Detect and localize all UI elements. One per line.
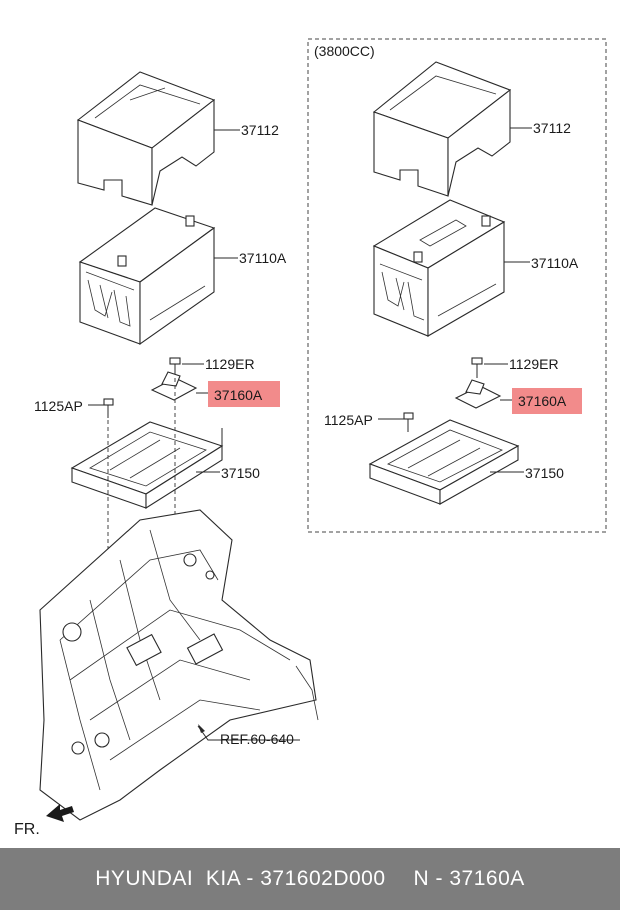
bolt-1125AP-right[interactable] bbox=[403, 412, 414, 432]
parts-diagram: (3800CC) 37112 37110A 1129ER 37160A bbox=[14, 38, 607, 838]
bolt-1125AP-left[interactable] bbox=[103, 398, 114, 418]
variant-label: (3800CC) bbox=[314, 43, 375, 59]
footer-bar: HYUNDAI KIA - 371602D000 N - 37160A bbox=[0, 848, 620, 910]
battery-terminal-left bbox=[117, 255, 127, 267]
variant-frame bbox=[307, 38, 607, 533]
front-direction-arrow bbox=[46, 804, 74, 822]
clamp-bracket-37160A-left[interactable] bbox=[150, 371, 198, 401]
label-1125AP-left: 1125AP bbox=[34, 398, 83, 414]
label-37110A-right: 37110A bbox=[531, 255, 579, 271]
label-37160A-right: 37160A bbox=[518, 393, 567, 409]
ref-label: REF.60-640 bbox=[220, 731, 294, 747]
bolt-1129ER-right[interactable] bbox=[471, 357, 483, 378]
highlight-37160A-right bbox=[512, 388, 582, 414]
battery-tray-left[interactable] bbox=[70, 421, 224, 509]
label-37112-right: 37112 bbox=[533, 120, 571, 136]
fr-label: FR. bbox=[14, 821, 40, 838]
label-1129ER-left: 1129ER bbox=[205, 356, 255, 372]
battery-left[interactable] bbox=[78, 207, 216, 346]
battery-cover-left[interactable] bbox=[76, 71, 216, 206]
label-37112-left: 37112 bbox=[241, 122, 279, 138]
highlight-37160A-left bbox=[208, 381, 280, 407]
battery-right[interactable] bbox=[372, 199, 506, 337]
label-1125AP-right: 1125AP bbox=[324, 412, 373, 428]
label-37150-right: 37150 bbox=[525, 465, 564, 481]
label-1129ER-right: 1129ER bbox=[509, 356, 559, 372]
battery-terminal-right bbox=[185, 215, 195, 227]
battery-terminal-left-3800 bbox=[413, 251, 423, 263]
footer-part-number: HYUNDAI KIA - 371602D000 bbox=[95, 867, 386, 890]
battery-tray-right[interactable] bbox=[368, 419, 520, 505]
clamp-bracket-37160A-right[interactable] bbox=[454, 379, 502, 409]
label-37150-left: 37150 bbox=[221, 465, 260, 481]
label-37160A-left: 37160A bbox=[214, 387, 263, 403]
vehicle-body-floor bbox=[39, 509, 319, 821]
battery-cover-right[interactable] bbox=[372, 61, 512, 197]
footer-code: N - 37160A bbox=[413, 867, 525, 890]
battery-terminal-right-3800 bbox=[481, 215, 491, 227]
label-37110A-left: 37110A bbox=[239, 250, 287, 266]
